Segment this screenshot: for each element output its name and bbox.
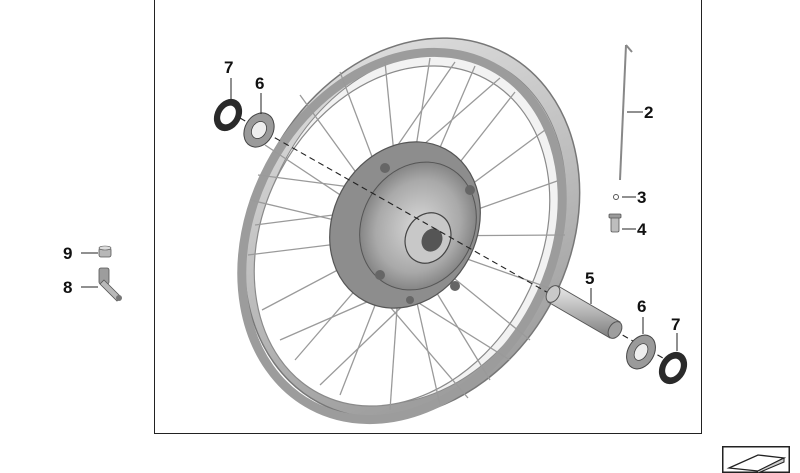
part-7-seal-right [658,351,688,385]
part-5-spacer-sleeve [545,285,623,339]
part-7-seal-left [213,98,243,132]
wheel-hub [329,141,481,309]
callout-5: 5 [585,269,595,288]
part-4-nipple [608,213,622,233]
callout-6-left: 6 [255,74,265,93]
callout-3: 3 [637,188,647,207]
part-2-spoke [619,44,633,181]
part-3-washer [613,194,619,200]
callout-4: 4 [637,220,647,239]
part-6-bearing-left [243,112,275,148]
part-8-valve [98,267,122,302]
callout-8: 8 [63,278,73,297]
diagram-reference-icon [722,446,790,473]
callout-6-right: 6 [637,297,647,316]
callout-7-right: 7 [671,315,681,334]
callout-2: 2 [644,103,654,122]
callout-7-left: 7 [224,58,234,77]
callout-9: 9 [63,244,73,263]
leader-lines [81,78,678,351]
part-6-bearing-right [626,334,656,370]
part-9-nut [98,245,112,258]
